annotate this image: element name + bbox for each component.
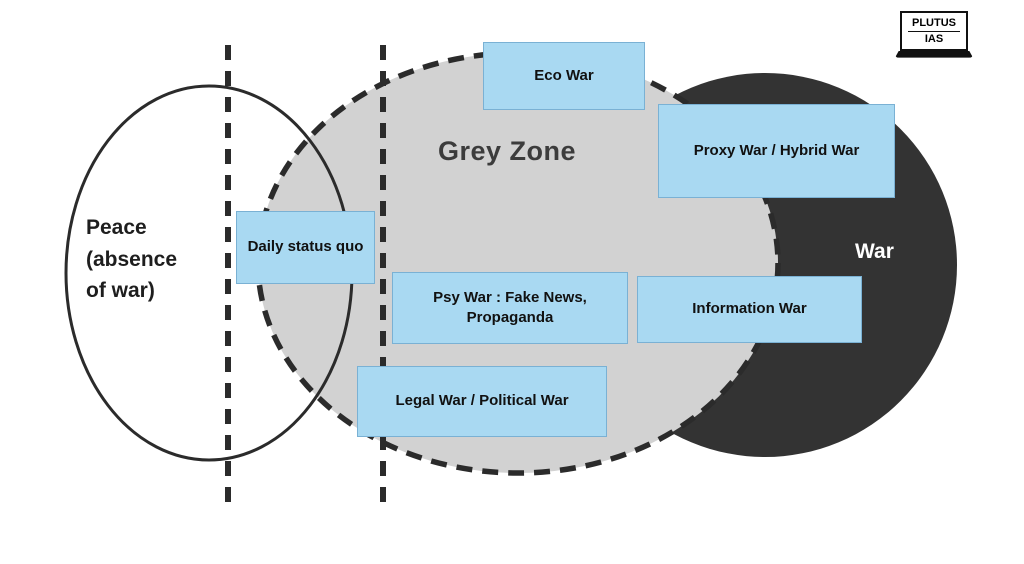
eco-war-label: Eco War	[534, 66, 594, 84]
information-war-label: Information War	[692, 300, 807, 318]
daily-status-quo-label: Daily status quo	[247, 238, 364, 256]
logo-text-line1: PLUTUS	[908, 16, 960, 33]
plutus-ias-logo: PLUTUS IAS	[895, 11, 973, 58]
eco-war-box: Eco War	[483, 42, 645, 110]
information-war-box: Information War	[637, 276, 862, 343]
peace-label: Peace (absence of war)	[86, 216, 178, 302]
legal-war-label: Legal War / Political War	[395, 392, 569, 410]
proxy-war-label: Proxy War / Hybrid War	[693, 141, 860, 159]
war-label: War	[855, 240, 894, 263]
daily-status-quo-box: Daily status quo	[236, 211, 375, 284]
laptop-icon: PLUTUS IAS	[900, 11, 968, 51]
logo-text-line2: IAS	[924, 33, 944, 46]
proxy-war-box: Proxy War / Hybrid War	[658, 104, 895, 198]
grey-zone-title: Grey Zone	[438, 136, 577, 166]
psy-war-label: Psy War : Fake News, Propaganda	[433, 288, 587, 326]
psy-war-box: Psy War : Fake News, Propaganda	[392, 272, 628, 344]
legal-war-box: Legal War / Political War	[357, 366, 607, 437]
laptop-base-icon	[895, 50, 973, 58]
